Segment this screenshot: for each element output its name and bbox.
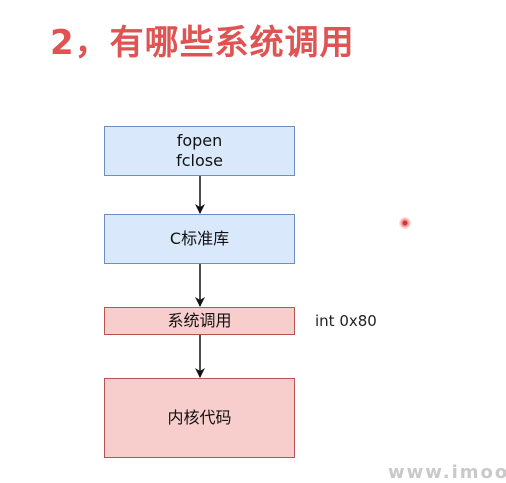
node-kernel: 内核代码	[104, 378, 295, 458]
node-kernel-label: 内核代码	[167, 408, 232, 427]
int-0x80-annotation: int 0x80	[315, 312, 377, 330]
node-fopen-label: fopen	[176, 131, 223, 150]
node-fopen-fclose: fopen fclose	[104, 126, 295, 176]
node-c-stdlib-label: C标准库	[169, 229, 230, 248]
node-syscall-label: 系统调用	[167, 311, 232, 330]
page-title: 2，有哪些系统调用	[50, 23, 355, 63]
laser-pointer-icon	[399, 217, 411, 229]
node-fclose-label: fclose	[176, 151, 223, 170]
node-syscall: 系统调用	[104, 307, 295, 335]
watermark: www.imooc	[388, 462, 506, 483]
node-c-stdlib: C标准库	[104, 214, 295, 264]
